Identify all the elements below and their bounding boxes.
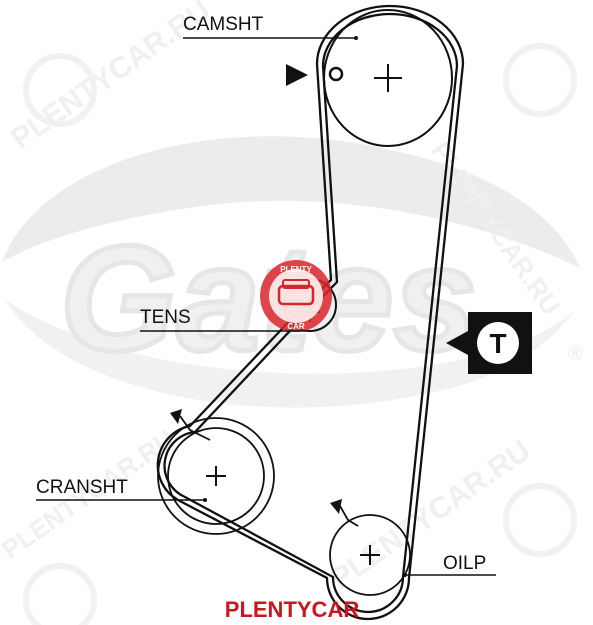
oil-pump-sprocket	[329, 499, 411, 596]
tool-marker-letter: T	[489, 328, 506, 359]
badge-text-bottom: CAR	[287, 322, 305, 331]
belt-inner-edge	[163, 12, 459, 614]
timing-belt	[156, 4, 465, 621]
camshaft-sprocket	[286, 9, 453, 147]
footer-brand: PLENTYCAR	[225, 597, 360, 622]
badge-text-top: PLENTY	[280, 265, 312, 274]
tool-marker: T	[446, 312, 532, 374]
logo-swoosh	[2, 136, 580, 268]
crank-timing-arrow-icon	[170, 409, 182, 424]
timing-mark-circle	[328, 66, 344, 82]
label-crankshaft: CRANSHT	[36, 477, 128, 498]
callouts: CAMSHT TENS CRANSHT OILP	[36, 14, 496, 576]
label-tensioner: TENS	[140, 307, 191, 328]
oilpump-timing-mark	[339, 505, 359, 527]
plentycar-badge: PLENTY CAR	[260, 260, 332, 332]
label-oil-pump: OILP	[443, 553, 486, 574]
watermark-badge	[503, 43, 577, 117]
label-camshaft: CAMSHT	[183, 14, 264, 35]
watermark-badge	[23, 563, 97, 625]
logo-swoosh-lower	[5, 300, 575, 408]
crank-timing-mark	[179, 415, 211, 441]
timing-arrow-icon	[286, 64, 308, 86]
oilpump-timing-arrow-icon	[330, 499, 342, 514]
registered-mark: ®	[568, 343, 583, 365]
crankshaft-sprocket	[157, 409, 275, 535]
watermark-badge	[23, 53, 97, 127]
watermark-badge	[503, 483, 577, 557]
belt-outer-edge	[156, 4, 465, 621]
